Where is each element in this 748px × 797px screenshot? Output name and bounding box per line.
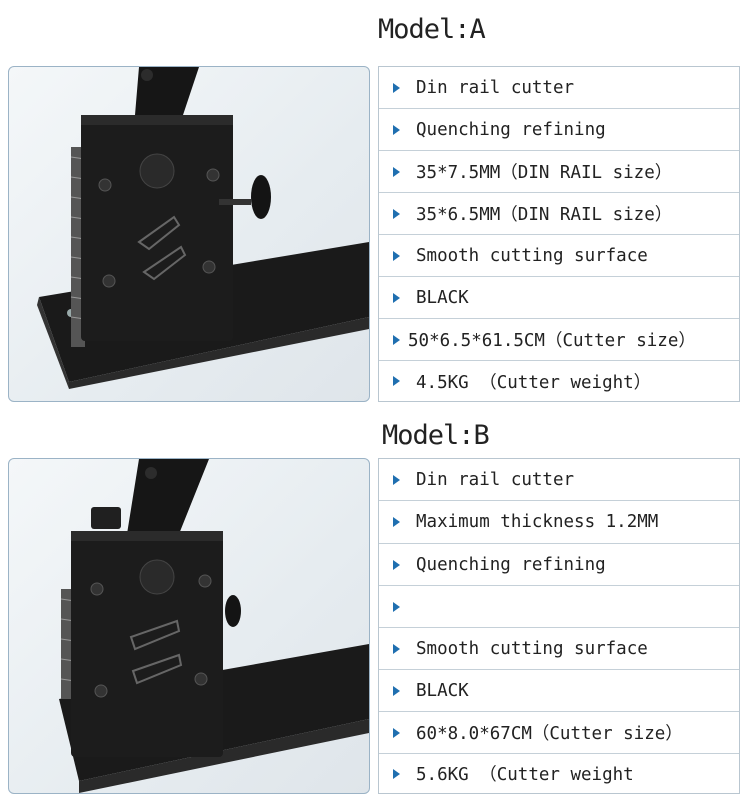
triangle-right-icon (393, 82, 400, 93)
spec-text: Smooth cutting surface (416, 638, 648, 659)
spec-text: BLACK (416, 680, 469, 701)
spec-row: Din rail cutter (379, 67, 739, 109)
model-b-product-photo (8, 458, 370, 794)
triangle-right-icon (393, 768, 400, 779)
triangle-right-icon (393, 124, 400, 135)
model-b-spec-table: Din rail cutter Maximum thickness 1.2MM … (378, 458, 740, 794)
triangle-right-icon (393, 250, 400, 261)
spec-row: 5.6KG （Cutter weight (379, 754, 739, 793)
spec-row: Maximum thickness 1.2MM (379, 501, 739, 544)
spec-row: BLACK (379, 277, 739, 319)
spec-row: 4.5KG （Cutter weight） (379, 361, 739, 401)
spec-row: Din rail cutter (379, 459, 739, 501)
model-a-product-photo (8, 66, 370, 402)
spec-row: 50*6.5*61.5CM（Cutter size） (379, 319, 739, 361)
spec-text: BLACK (416, 287, 469, 308)
spec-row: Quenching refining (379, 109, 739, 151)
triangle-right-icon (393, 166, 400, 177)
triangle-right-icon (393, 727, 400, 738)
triangle-right-icon (393, 517, 400, 527)
spec-text: Maximum thickness 1.2MM (416, 512, 659, 532)
spec-row: BLACK (379, 670, 739, 712)
spec-text: 4.5KG （Cutter weight） (416, 372, 652, 393)
spec-text: 35*7.5MM（DIN RAIL size） (416, 163, 673, 183)
triangle-right-icon (393, 601, 400, 612)
spec-row: 35*7.5MM（DIN RAIL size） (379, 151, 739, 193)
triangle-right-icon (393, 643, 400, 654)
spec-row: 35*6.5MM（DIN RAIL size） (379, 193, 739, 235)
spec-row: Smooth cutting surface (379, 235, 739, 277)
triangle-right-icon (393, 474, 400, 485)
spec-text: 50*6.5*61.5CM（Cutter size） (408, 331, 696, 351)
model-b-title: Model:B (382, 420, 490, 451)
spec-row: Smooth cutting surface (379, 628, 739, 670)
triangle-right-icon (393, 376, 400, 386)
triangle-right-icon (393, 334, 400, 345)
spec-text: Quenching refining (416, 119, 606, 140)
spec-text: 60*8.0*67CM（Cutter size） (416, 724, 683, 744)
spec-text: Quenching refining (416, 554, 606, 575)
triangle-right-icon (393, 292, 400, 303)
spec-row: 60*8.0*67CM（Cutter size） (379, 712, 739, 754)
model-a-spec-table: Din rail cutter Quenching refining 35*7.… (378, 66, 740, 402)
model-a-title: Model:A (378, 14, 486, 45)
spec-text: 35*6.5MM（DIN RAIL size） (416, 205, 673, 225)
spec-row: Quenching refining (379, 544, 739, 586)
spec-text: Din rail cutter (416, 469, 575, 490)
spec-text: Smooth cutting surface (416, 245, 648, 266)
triangle-right-icon (393, 559, 400, 570)
spec-text: Din rail cutter (416, 77, 575, 98)
triangle-right-icon (393, 208, 400, 219)
spec-text: 5.6KG （Cutter weight (416, 765, 634, 785)
spec-row (379, 586, 739, 628)
triangle-right-icon (393, 685, 400, 696)
